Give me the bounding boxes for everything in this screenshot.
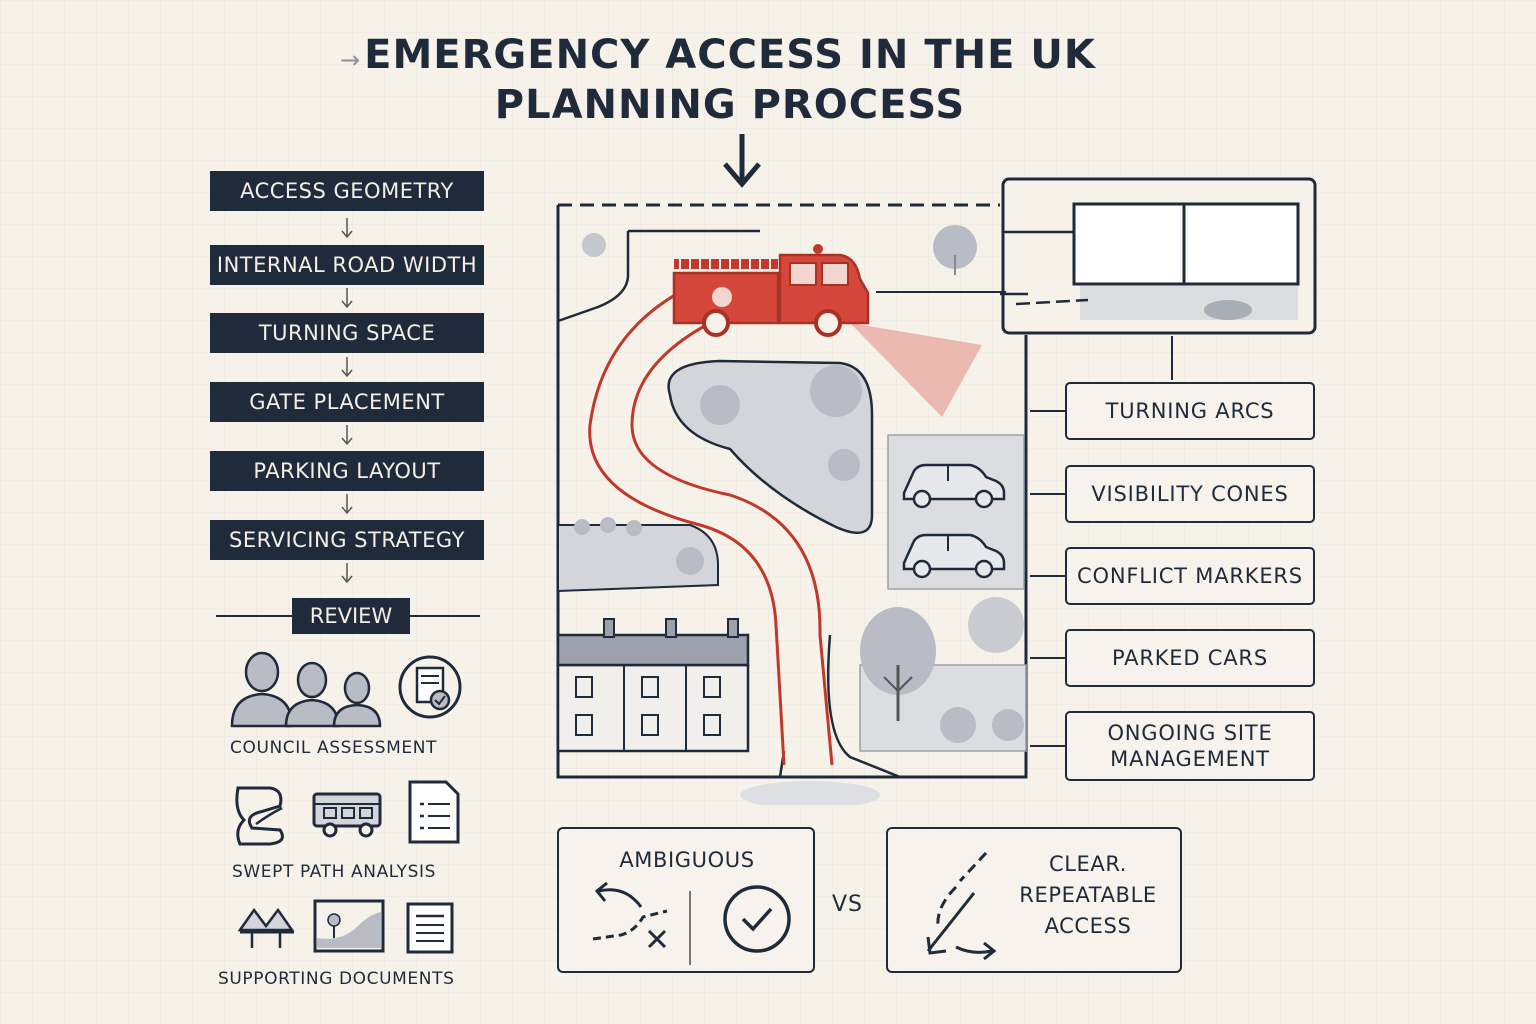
ambiguous-route-icon <box>592 881 668 949</box>
label-ongoing-site-management: ONGOING SITE MANAGEMENT <box>1065 711 1315 781</box>
building-footprint-illustration <box>1000 177 1317 335</box>
people-icon <box>230 651 382 728</box>
panel-divider <box>689 891 691 965</box>
connector-line <box>1030 575 1066 577</box>
label-turning-arcs: TURNING ARCS <box>1065 382 1315 440</box>
site-map-illustration <box>556 203 1028 805</box>
clear-label-line-3: ACCESS <box>1044 914 1132 938</box>
step-access-geometry: ACCESS GEOMETRY <box>210 171 484 211</box>
step-arrow-icon <box>341 494 353 515</box>
down-arrow-icon <box>723 134 761 188</box>
connector-line <box>1171 336 1173 380</box>
connector-line <box>1030 493 1066 495</box>
step-arrow-icon <box>341 563 353 584</box>
swept-path-caption: SWEPT PATH ANALYSIS <box>232 862 436 882</box>
clear-label-line-2: REPEATABLE <box>1019 883 1157 907</box>
fire-truck-small-icon <box>312 792 382 838</box>
car-icon <box>902 533 1006 579</box>
connector-line <box>1030 657 1066 659</box>
checklist-document-icon <box>408 780 460 844</box>
approval-document-icon <box>398 655 462 719</box>
label-visibility-cones: VISIBILITY CONES <box>1065 465 1315 523</box>
step-turning-space: TURNING SPACE <box>210 313 484 353</box>
vs-label: VS <box>832 892 864 917</box>
clear-route-icon <box>926 851 997 961</box>
label-parked-cars: PARKED CARS <box>1065 629 1315 687</box>
tree-icon <box>860 607 936 721</box>
council-assessment-caption: COUNCIL ASSESSMENT <box>230 738 438 758</box>
connector-line <box>876 291 1006 293</box>
page-title: EMERGENCY ACCESS IN THE UK PLANNING PROC… <box>340 30 1120 130</box>
clear-access-label: CLEAR. REPEATABLE ACCESS <box>998 849 1178 942</box>
clear-access-panel: CLEAR. REPEATABLE ACCESS <box>886 827 1182 973</box>
fire-engine-icon <box>672 244 870 337</box>
tree-icon <box>933 225 977 275</box>
step-arrow-icon <box>341 357 353 378</box>
step-gate-placement: GATE PLACEMENT <box>210 382 484 422</box>
title-arrow-icon: → <box>340 46 361 74</box>
connector-line <box>1030 410 1066 412</box>
ambiguous-panel: AMBIGUOUS <box>557 827 815 973</box>
site-plan-icon <box>237 907 295 948</box>
title-line-2: PLANNING PROCESS <box>494 82 966 128</box>
ambiguous-label: AMBIGUOUS <box>619 848 755 872</box>
terraced-houses-icon <box>556 618 750 753</box>
map-route-icon <box>235 786 284 846</box>
report-document-icon <box>406 902 454 954</box>
car-icon <box>902 463 1006 509</box>
connector-line <box>1030 745 1066 747</box>
check-circle-icon <box>723 885 791 953</box>
supporting-documents-caption: SUPPORTING DOCUMENTS <box>218 969 455 989</box>
step-parking-layout: PARKING LAYOUT <box>210 451 484 491</box>
step-arrow-icon <box>341 218 353 239</box>
clear-label-line-1: CLEAR. <box>1048 852 1128 876</box>
step-arrow-icon <box>341 425 353 446</box>
step-servicing-strategy: SERVICING STRATEGY <box>210 520 484 560</box>
step-arrow-icon <box>341 288 353 309</box>
step-internal-road-width: INTERNAL ROAD WIDTH <box>210 245 484 285</box>
label-conflict-markers: CONFLICT MARKERS <box>1065 547 1315 605</box>
review-badge: REVIEW <box>292 598 410 634</box>
title-line-1: EMERGENCY ACCESS IN THE UK <box>364 32 1096 78</box>
landscape-image-icon <box>313 899 385 953</box>
